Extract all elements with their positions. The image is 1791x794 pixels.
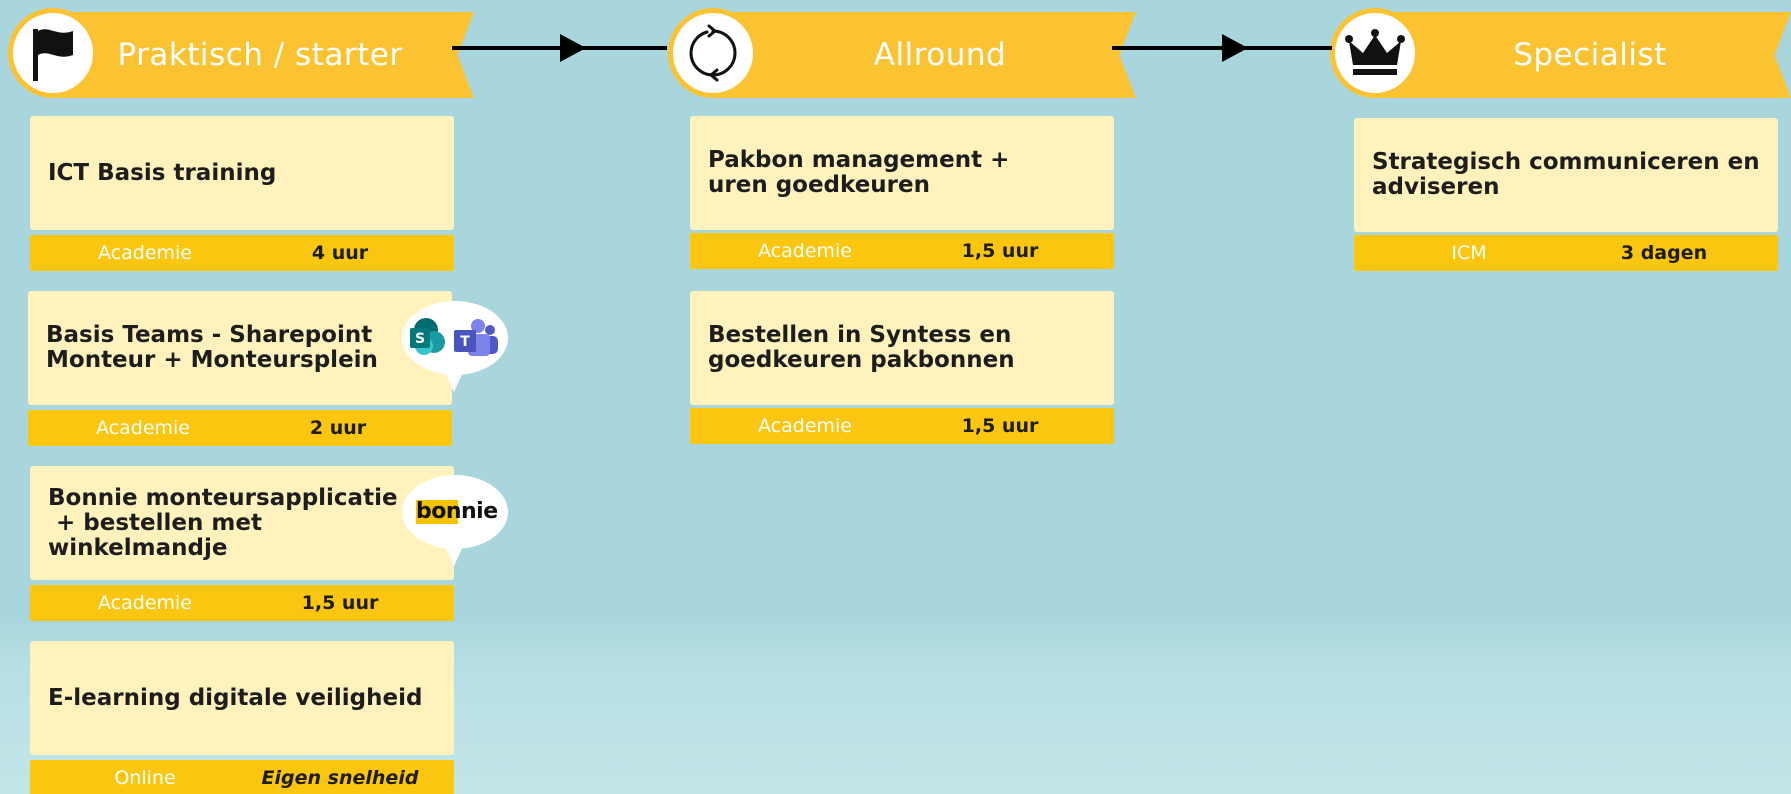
- course-card-syntess: Bestellen in Syntess en goedkeuren pakbo…: [690, 291, 1114, 405]
- course-duration: 4 uur: [311, 242, 369, 264]
- flag-icon: [33, 29, 73, 81]
- stage-badge-starter: [8, 8, 98, 98]
- course-card-e-learning: E-learning digitale veiligheid: [30, 641, 454, 755]
- stage-badge-allround: [668, 8, 758, 98]
- course-info-bar: Academie 1,5 uur: [690, 408, 1114, 444]
- course-card-pakbon: Pakbon management + uren goedkeuren: [690, 116, 1114, 230]
- course-info-bar: Academie 1,5 uur: [690, 233, 1114, 269]
- course-provider: Academie: [98, 592, 192, 614]
- course-title: E-learning digitale veiligheid: [48, 684, 423, 711]
- course-title: Bonnie monteursapplicatie + bestellen me…: [48, 484, 398, 561]
- course-info-bar: Online Eigen snelheid: [30, 760, 454, 794]
- stage-banner-starter: [58, 12, 474, 98]
- course-duration: Eigen snelheid: [261, 767, 419, 789]
- course-info-bar: ICM 3 dagen: [1354, 235, 1778, 271]
- stage-title-starter: Praktisch / starter: [117, 37, 403, 73]
- course-duration: 1,5 uur: [961, 415, 1039, 437]
- course-card-ict-basis: ICT Basis training: [30, 116, 454, 230]
- svg-text:T: T: [460, 334, 470, 350]
- stage-banner-specialist: [1378, 12, 1791, 98]
- course-info-bar: Academie 2 uur: [28, 410, 452, 446]
- arrow-starter-to-allround: [452, 34, 667, 62]
- bonnie-logo-text: bonnie: [416, 499, 498, 524]
- crown-icon: [1345, 29, 1405, 75]
- course-title: Basis Teams - Sharepoint Monteur + Monte…: [46, 322, 378, 373]
- course-duration: 2 uur: [309, 417, 367, 439]
- course-provider: Academie: [758, 415, 852, 437]
- refresh-cycle-icon: [689, 24, 737, 82]
- sharepoint-teams-logo: S T: [402, 301, 508, 392]
- stage-banner-allround: [718, 12, 1136, 98]
- course-provider: Academie: [758, 240, 852, 262]
- course-provider: Academie: [98, 242, 192, 264]
- stage-title-specialist: Specialist: [1513, 37, 1667, 73]
- course-info-bar: Academie 4 uur: [30, 235, 454, 271]
- bonnie-logo: bonnie: [398, 474, 512, 570]
- course-duration: 3 dagen: [1620, 242, 1708, 264]
- course-provider: ICM: [1451, 242, 1487, 264]
- course-title: Pakbon management + uren goedkeuren: [708, 147, 1010, 198]
- course-duration: 1,5 uur: [961, 240, 1039, 262]
- course-title: Strategisch communiceren en adviseren: [1372, 149, 1760, 200]
- arrow-allround-to-specialist: [1112, 34, 1332, 62]
- course-info-bar: Academie 1,5 uur: [30, 585, 454, 621]
- course-provider: Academie: [96, 417, 190, 439]
- course-duration: 1,5 uur: [301, 592, 379, 614]
- svg-text:S: S: [415, 331, 425, 347]
- course-title: ICT Basis training: [48, 159, 277, 186]
- course-card-bonnie: Bonnie monteursapplicatie + bestellen me…: [30, 466, 454, 580]
- course-card-strategisch: Strategisch communiceren en adviseren: [1354, 118, 1778, 232]
- stage-badge-specialist: [1330, 8, 1420, 98]
- course-card-basis-teams: Basis Teams - Sharepoint Monteur + Monte…: [28, 291, 452, 405]
- course-title: Bestellen in Syntess en goedkeuren pakbo…: [708, 322, 1015, 373]
- course-provider: Online: [114, 767, 176, 789]
- stage-title-allround: Allround: [873, 37, 1007, 73]
